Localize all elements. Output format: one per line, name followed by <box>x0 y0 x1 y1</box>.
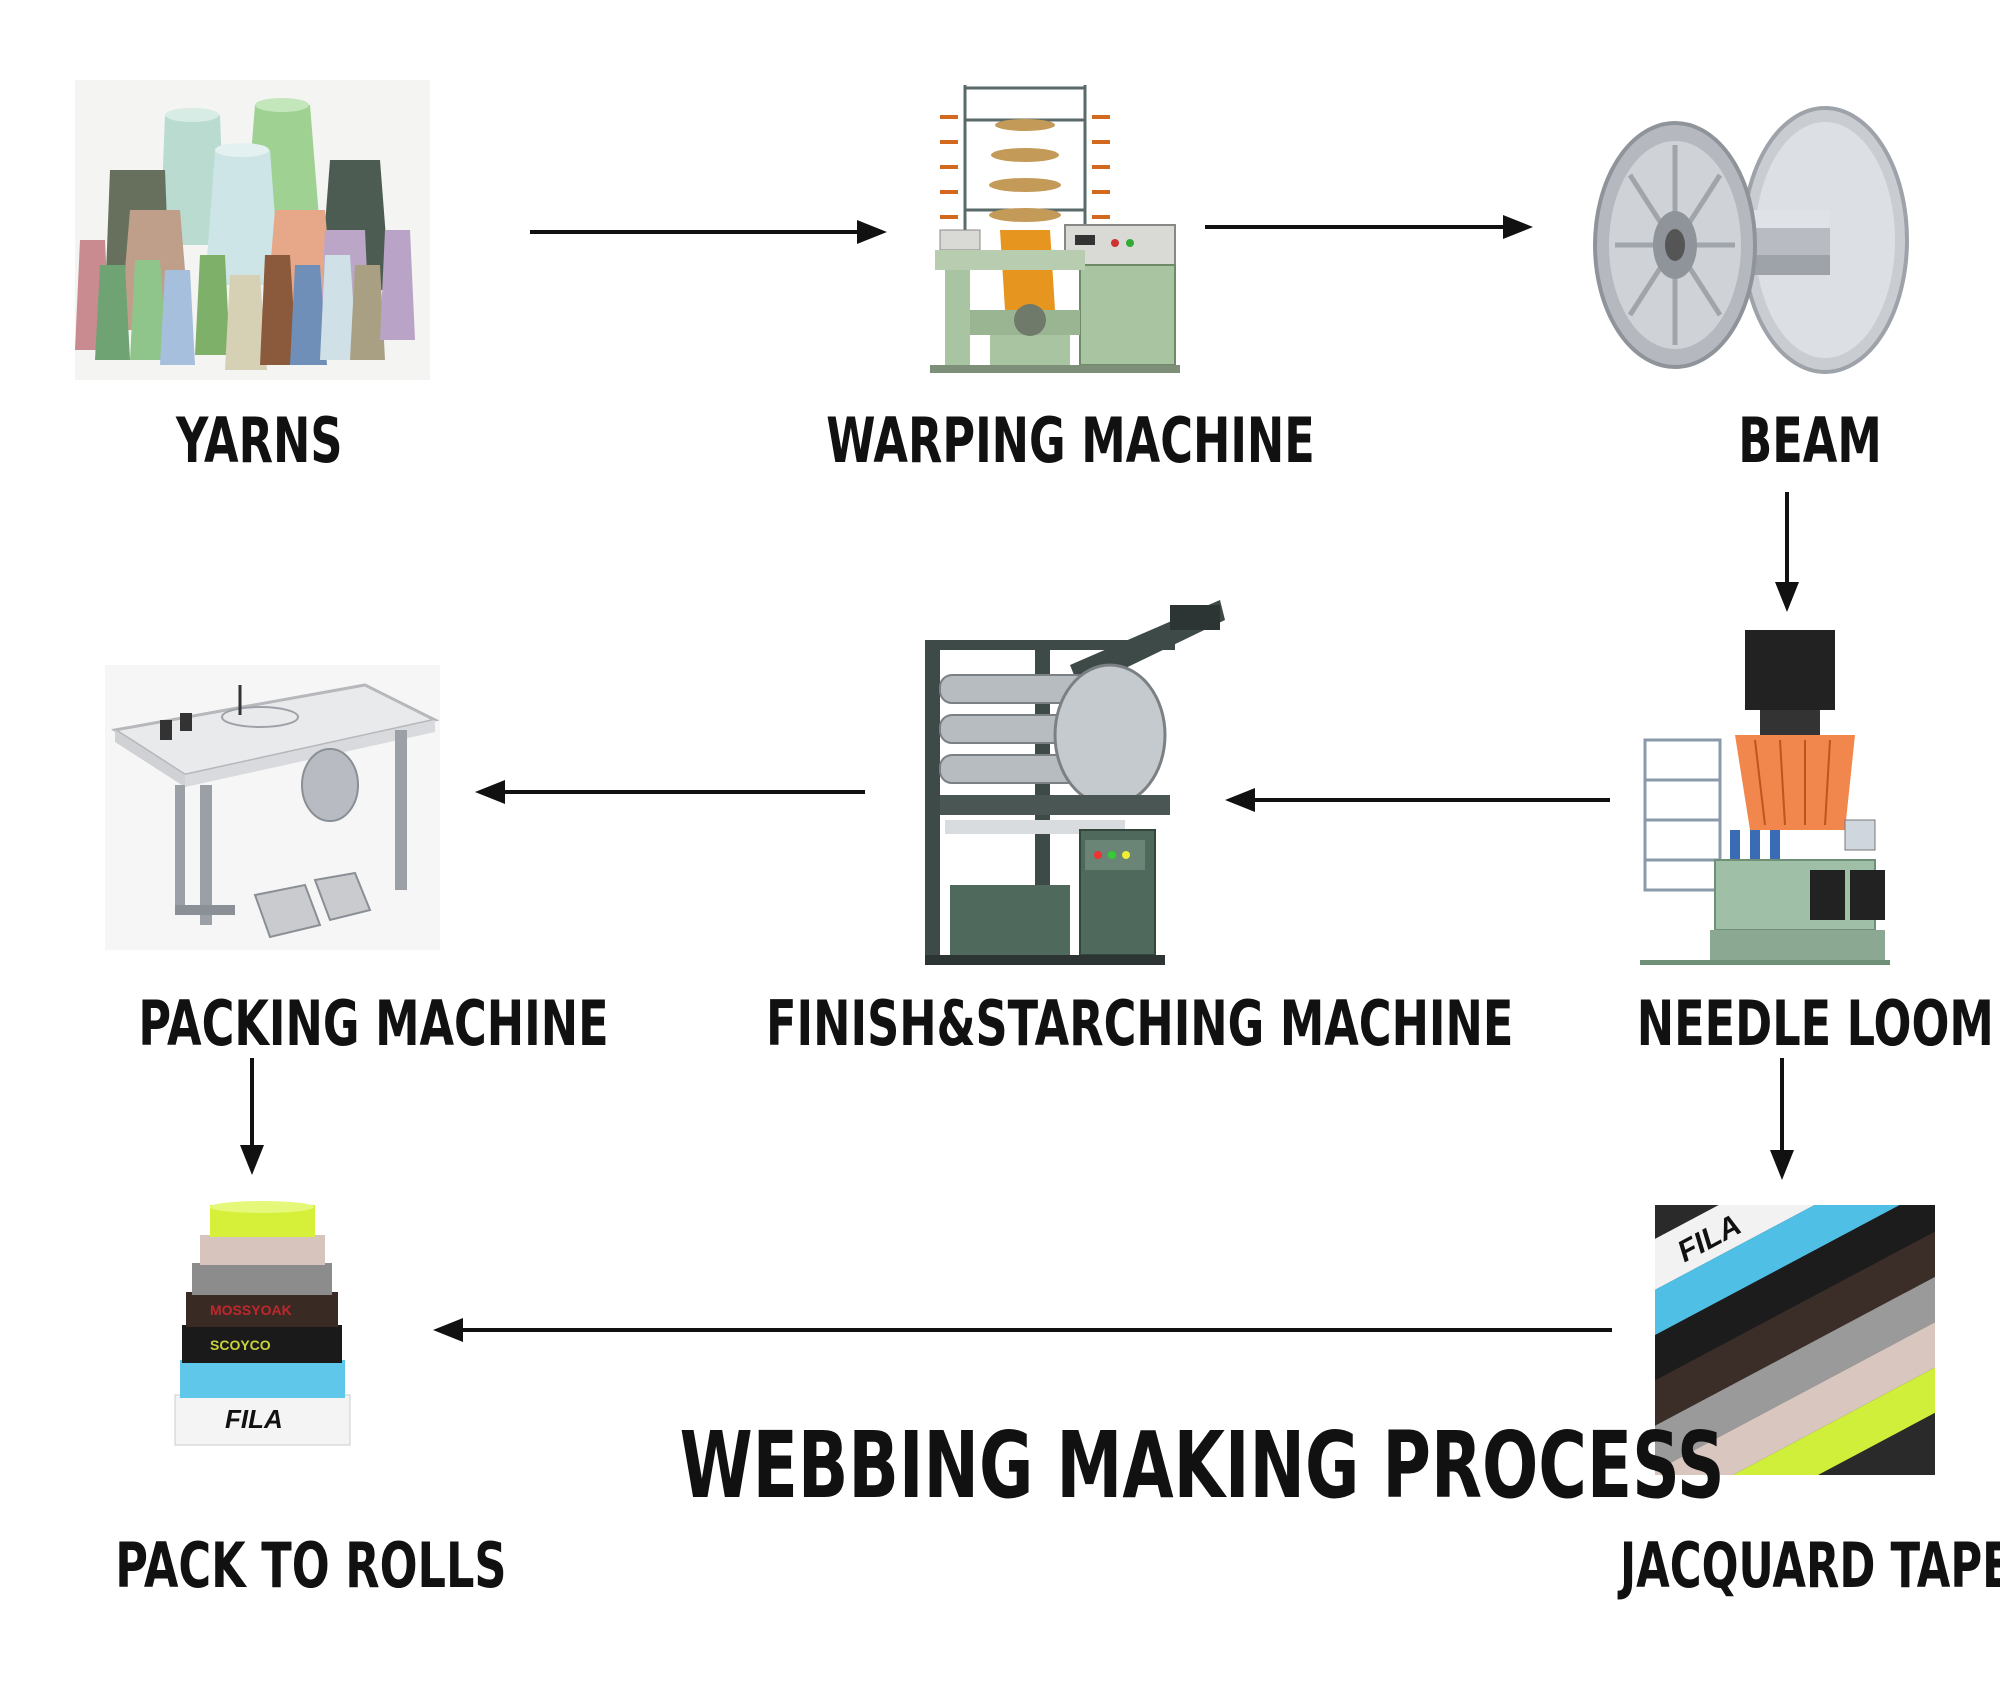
node-label-packing-machine: PACKING MACHINE <box>138 987 609 1060</box>
jacquard-tapes-icon: FILA <box>1655 1205 1935 1475</box>
svg-text:FILA: FILA <box>225 1404 283 1434</box>
warping-machine-icon <box>930 80 1180 385</box>
finishing-machine-icon <box>920 595 1230 970</box>
svg-text:MOSSYOAK: MOSSYOAK <box>210 1302 292 1318</box>
node-label-needle-loom: NEEDLE LOOM <box>1636 987 1994 1060</box>
node-label-yarns: YARNS <box>176 404 343 477</box>
node-label-beam: BEAM <box>1738 404 1882 477</box>
node-label-pack-to-rolls: PACK TO ROLLS <box>115 1529 507 1602</box>
yarn-cones-icon <box>75 80 430 380</box>
packing-machine-icon <box>105 665 440 950</box>
svg-text:SCOYCO: SCOYCO <box>210 1337 271 1353</box>
beam-spool-icon <box>1590 100 1920 390</box>
node-label-jacquard-tapes: JACQUARD TAPES <box>1620 1529 2000 1602</box>
tape-rolls-icon: FILA SCOYCO MOSSYOAK <box>170 1200 355 1455</box>
node-label-finish-starching-machine: FINISH&STARCHING MACHINE <box>766 987 1514 1060</box>
node-label-warping-machine: WARPING MACHINE <box>826 404 1315 477</box>
diagram-title: WEBBING MAKING PROCESS <box>679 1412 1725 1519</box>
needle-loom-icon <box>1640 630 1890 965</box>
